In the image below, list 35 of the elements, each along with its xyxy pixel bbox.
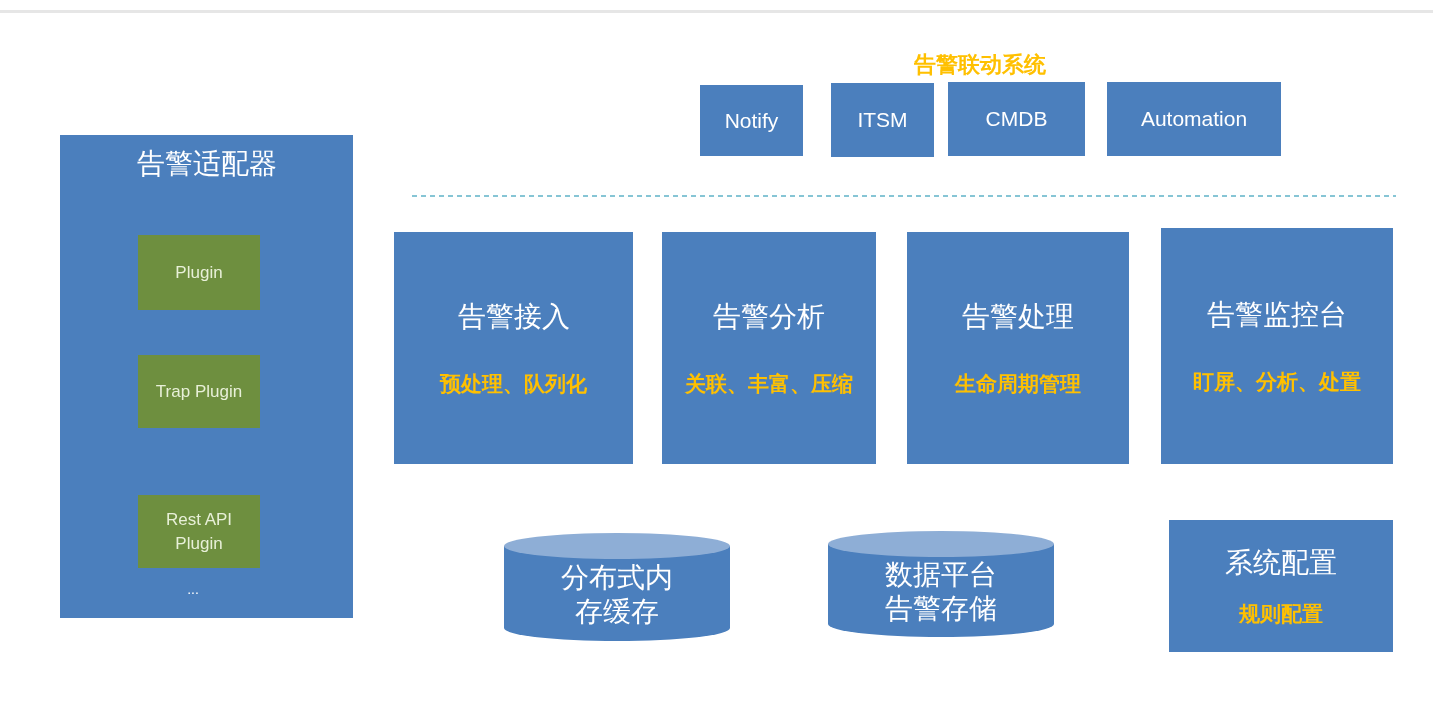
module-box	[907, 232, 1129, 464]
plugin-label: Rest API Plugin	[164, 508, 234, 555]
module-box	[1161, 228, 1393, 464]
module-box	[394, 232, 633, 464]
system-box	[948, 82, 1085, 156]
ellipsis-text: ...	[186, 580, 200, 599]
system-box	[1107, 82, 1281, 156]
module-subtitle: 关联、丰富、压缩	[685, 371, 853, 398]
system-label: Notify	[724, 107, 779, 134]
panel-heading: 告警适配器	[135, 147, 278, 181]
plugin-box	[138, 235, 260, 310]
system-box	[831, 83, 934, 157]
group-title: 告警联动系统	[913, 51, 1047, 79]
module-subtitle: 生命周期管理	[955, 371, 1081, 398]
module-title: 告警监控台	[1207, 298, 1347, 333]
adapter-panel	[60, 135, 353, 618]
database-label: 数据平台告警存储	[884, 558, 998, 626]
plugin-box	[138, 495, 260, 568]
module-box	[1169, 520, 1393, 652]
module-title: 系统配置	[1225, 546, 1337, 581]
module-box	[662, 232, 876, 464]
module-subtitle: 盯屏、分析、处置	[1193, 369, 1361, 396]
plugin-label: Trap Plugin	[155, 380, 243, 403]
system-box	[700, 85, 803, 156]
system-label: ITSM	[857, 107, 908, 134]
plugin-label: Plugin	[175, 261, 223, 284]
plugin-box	[138, 355, 260, 428]
module-subtitle: 预处理、队列化	[440, 371, 587, 398]
system-label: CMDB	[985, 106, 1048, 133]
module-title: 告警分析	[713, 300, 825, 335]
database-label: 分布式内存缓存	[560, 561, 674, 629]
module-title: 告警接入	[457, 300, 570, 335]
system-label: Automation	[1140, 106, 1248, 133]
module-title: 告警处理	[962, 300, 1074, 335]
module-subtitle: 规则配置	[1239, 601, 1323, 628]
